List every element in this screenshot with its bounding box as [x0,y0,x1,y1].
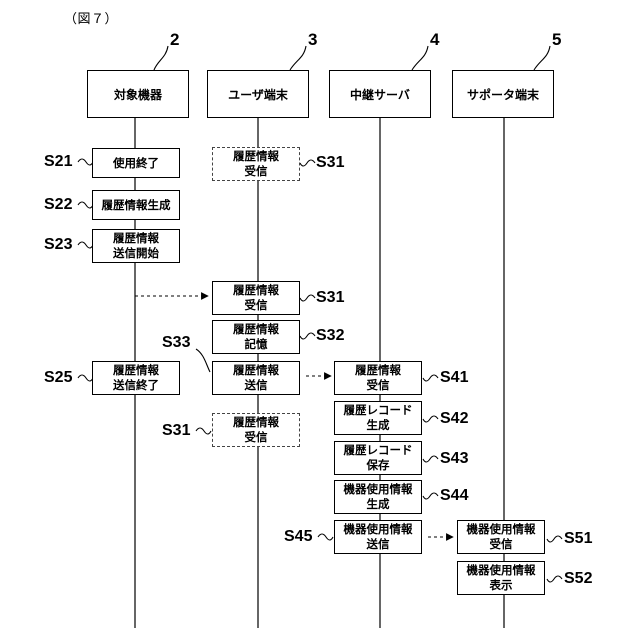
leader-s41 [423,375,438,381]
column-title: 中継サーバ [350,86,410,103]
column-header-target-device: 対象機器 [87,70,189,118]
leader-s44 [423,493,438,499]
step-text-line1: 履歴情報 [355,363,401,378]
step-s25: 履歴情報 送信終了 [92,361,180,395]
step-text-line2: 記憶 [245,337,268,352]
leader-s31b [300,295,315,301]
step-s32: 履歴情報 記憶 [212,320,300,354]
step-s42: 履歴レコード 生成 [334,401,422,435]
step-label-s32: S32 [316,327,344,345]
step-label-s43: S43 [440,450,468,468]
leader-s52 [547,576,562,582]
leader-s31a [300,160,315,166]
step-text-line2: 生成 [367,497,390,512]
step-label-s31-bottom: S31 [162,422,190,440]
leader-s33 [196,349,210,372]
step-text-line1: 履歴情報 [233,149,279,164]
column-number-user-terminal: 3 [308,30,317,50]
leader-s31c [196,428,211,434]
step-text-line2: 保存 [367,458,390,473]
step-s51: 機器使用情報 受信 [457,520,545,554]
step-text-line2: 送信 [245,378,268,393]
step-text-line2: 生成 [367,418,390,433]
leader-s42 [423,416,438,422]
step-text-line2: 送信開始 [113,246,159,261]
step-label-s52: S52 [564,570,592,588]
step-label-s44: S44 [440,487,468,505]
step-text-line1: 履歴情報 [233,363,279,378]
step-text-line2: 受信 [367,378,390,393]
column-title: サポータ端末 [467,86,539,103]
step-text-line2: 受信 [245,298,268,313]
step-text-line1: 履歴情報 [233,415,279,430]
step-text-line2: 送信 [367,537,390,552]
column-header-supporter-terminal: サポータ端末 [452,70,554,118]
step-label-s42: S42 [440,410,468,428]
step-text-line1: 履歴レコード [344,403,413,418]
step-s22: 履歴情報生成 [92,190,180,220]
step-text-line2: 送信終了 [113,378,159,393]
step-label-s33: S33 [162,334,190,352]
step-s31-dashed-bottom: 履歴情報 受信 [212,413,300,447]
step-label-s51: S51 [564,530,592,548]
step-label-s45: S45 [284,528,312,546]
column-header-relay-server: 中継サーバ [329,70,431,118]
step-s23: 履歴情報 送信開始 [92,229,180,263]
step-s43: 履歴レコード 保存 [334,441,422,475]
column-number-target-device: 2 [170,30,179,50]
step-s52: 機器使用情報 表示 [457,561,545,595]
leader-s22 [78,202,93,208]
leader-s23 [78,242,93,248]
figure-caption: （図７） [64,8,118,27]
column-number-supporter-terminal: 5 [552,30,561,50]
step-label-s41: S41 [440,369,468,387]
step-text-line1: 機器使用情報 [467,522,536,537]
leader-s51 [547,536,562,542]
step-label-s31-top: S31 [316,154,344,172]
step-text: 使用終了 [113,156,159,171]
step-text-line1: 機器使用情報 [467,563,536,578]
leader-s21 [78,159,93,165]
step-label-s22: S22 [44,196,72,214]
step-text-line2: 表示 [490,578,513,593]
step-s21: 使用終了 [92,148,180,178]
step-s44: 機器使用情報 生成 [334,480,422,514]
leader-s32 [300,333,315,339]
step-s33: 履歴情報 送信 [212,361,300,395]
leader-s25 [78,375,93,381]
leader-col5 [534,46,550,70]
leader-s45 [318,534,333,540]
step-s41: 履歴情報 受信 [334,361,422,395]
step-text-line1: 履歴情報 [113,363,159,378]
step-text-line1: 履歴レコード [344,443,413,458]
step-text-line1: 履歴情報 [233,322,279,337]
step-text-line2: 受信 [245,164,268,179]
step-text: 履歴情報生成 [102,198,171,213]
step-text-line2: 受信 [490,537,513,552]
leader-s43 [423,456,438,462]
column-number-relay-server: 4 [430,30,439,50]
column-header-user-terminal: ユーザ端末 [207,70,309,118]
step-text-line1: 機器使用情報 [344,522,413,537]
step-label-s23: S23 [44,236,72,254]
step-text-line1: 機器使用情報 [344,482,413,497]
leader-col2 [154,46,168,70]
leader-col3 [290,46,306,70]
leader-col4 [412,46,428,70]
step-s31: 履歴情報 受信 [212,281,300,315]
column-title: ユーザ端末 [228,86,288,103]
step-s31-dashed-top: 履歴情報 受信 [212,147,300,181]
step-text-line1: 履歴情報 [113,231,159,246]
step-label-s25: S25 [44,369,72,387]
step-label-s21: S21 [44,153,72,171]
step-text-line2: 受信 [245,430,268,445]
step-text-line1: 履歴情報 [233,283,279,298]
step-label-s31: S31 [316,289,344,307]
step-s45: 機器使用情報 送信 [334,520,422,554]
column-title: 対象機器 [114,86,162,103]
